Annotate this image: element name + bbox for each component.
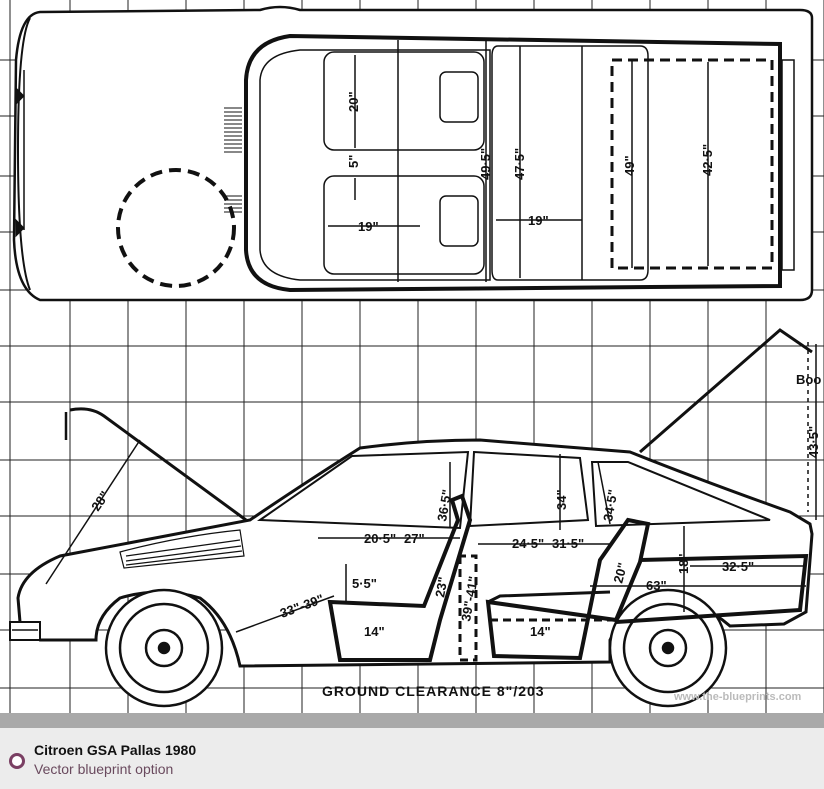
dim-seat-height-front: 36·5" (434, 488, 454, 522)
dim-headroom-rear: 34" (554, 489, 569, 510)
caption-subtitle: Vector blueprint option (34, 761, 174, 777)
blueprint-image: 20" 5" 19" 49·5" 47·5" 19" 49" 42·5" (0, 0, 824, 713)
dim-bonnet: 28" (88, 488, 112, 513)
dim-seat-gap: 5" (346, 155, 361, 168)
radio-icon[interactable] (9, 753, 25, 769)
dim-boot-floor: 32·5" (722, 559, 754, 574)
caption-title: Citroen GSA Pallas 1980 (34, 742, 197, 758)
dim-boot-total: 63" (646, 578, 667, 593)
dim-rear-legroom-b: 31·5" (552, 536, 584, 551)
dim-rear-seat-back: 20" (610, 561, 630, 585)
watermark: www.the-blueprints.com (673, 691, 802, 703)
dim-seat-cushion-rear: 14" (530, 624, 551, 639)
side-view: 28" 36·5" 34" 34·5" 43·5" Boo 20·5" 27" … (9, 328, 821, 708)
dim-interior-width-rear: 47·5" (512, 148, 527, 180)
dim-boot-height: 43·5" (806, 426, 821, 458)
dim-headroom-hatch: 34·5" (600, 488, 620, 522)
dim-front-legroom: 20·5" (364, 531, 396, 546)
top-view: 20" 5" 19" 49·5" 47·5" 19" 49" 42·5" (12, 5, 814, 302)
dim-boot-width: 49" (622, 155, 637, 176)
divider-bar (0, 713, 824, 728)
dim-rear-seat-width: 19" (528, 213, 549, 228)
dim-front-knee: 27" (404, 531, 425, 546)
caption-panel: Citroen GSA Pallas 1980 Vector blueprint… (0, 728, 824, 789)
dim-seat-height-23: 23" (432, 576, 450, 599)
dim-seat-width-front: 20" (346, 91, 361, 112)
dim-seat-cushion-front: 14" (364, 624, 385, 639)
blueprint-drawing: 20" 5" 19" 49·5" 47·5" 19" 49" 42·5" (0, 0, 824, 713)
dim-interior-width-front: 49·5" (478, 148, 493, 180)
dim-boot-length: 42·5" (700, 144, 715, 176)
dim-floor-step: 5·5" (352, 576, 377, 591)
ground-clearance-label: GROUND CLEARANCE 8"/203 (322, 683, 545, 699)
dim-boot-depth: 18" (676, 553, 691, 574)
dim-boot-label: Boo (796, 372, 821, 387)
dim-front-seat-width: 19" (358, 219, 379, 234)
dim-rear-legroom-a: 24·5" (512, 536, 544, 551)
